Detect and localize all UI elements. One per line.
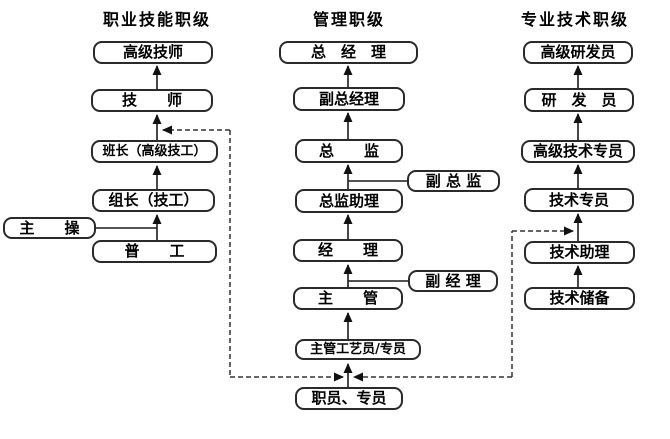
- box-director-assistant: 总监助理: [295, 189, 403, 213]
- column-title-technical: 专业技术职级: [520, 10, 630, 29]
- box-shift-leader: 班长（高级技工）: [91, 140, 218, 163]
- box-tech-specialist: 技术专员: [524, 188, 634, 212]
- box-manager: 经 理: [293, 239, 403, 262]
- box-tech-reserve: 技术储备: [524, 287, 635, 310]
- box-technician: 技 师: [91, 89, 213, 112]
- box-deputy-director: 副 总 监: [407, 170, 500, 192]
- box-group-leader: 组长（技工）: [92, 189, 215, 212]
- box-deputy-manager: 副 经 理: [408, 270, 498, 292]
- box-senior-tech-specialist: 高级技术专员: [521, 140, 635, 163]
- box-main-operator: 主 操: [3, 217, 96, 239]
- box-senior-rd: 高级研发员: [523, 41, 633, 64]
- box-director: 总 监: [295, 139, 403, 163]
- box-deputy-general-manager: 副总经理: [293, 87, 405, 111]
- box-tech-assistant: 技术助理: [524, 241, 635, 264]
- column-title-management: 管理职级: [312, 10, 386, 29]
- column-title-skill: 职业技能职级: [102, 10, 212, 29]
- box-senior-technician: 高级技师: [93, 41, 213, 64]
- box-staff-specialist: 职员、专员: [295, 387, 403, 410]
- skill-promotion-arrows: [96, 65, 162, 240]
- transfer-dashed-paths: [162, 125, 574, 382]
- box-general-manager: 总 经 理: [279, 41, 418, 64]
- box-rd: 研 发 员: [524, 88, 634, 112]
- box-general-worker: 普 工: [92, 240, 217, 263]
- management-promotion-arrows: [343, 65, 408, 387]
- box-chief-process-specialist: 主管工艺员/专员: [295, 339, 421, 360]
- box-supervisor: 主 管: [293, 287, 403, 310]
